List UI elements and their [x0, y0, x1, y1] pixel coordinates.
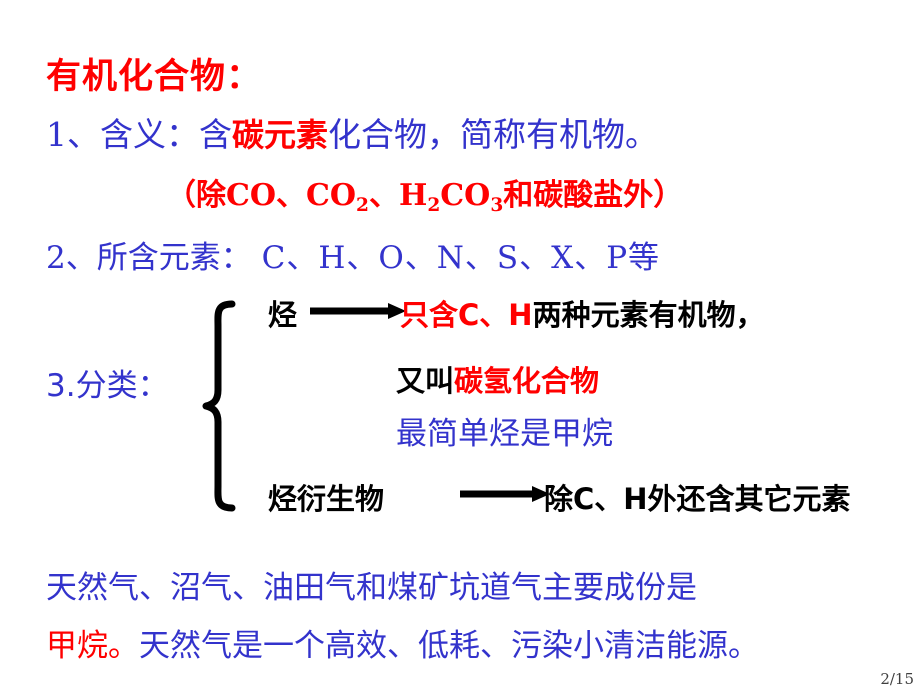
classification-label: 3.分类：	[46, 368, 169, 404]
definition-line: 1、含义：含碳元素化合物，简称有机物。	[46, 108, 658, 156]
exception-line: （除CO、CO2、H2CO3和碳酸盐外）	[166, 170, 684, 216]
elements-label: 2、所含元素：	[46, 240, 252, 276]
co2-subscript: 2	[356, 195, 369, 216]
branch-hydrocarbon-alias-prefix: 又叫	[396, 364, 455, 398]
footer-rest: 天然气是一个高效、低耗、污染小清洁能源。	[139, 628, 759, 664]
branch-hydrocarbon-term: 烃	[268, 298, 298, 332]
elements-list: C、H、O、N、S、X、P等	[261, 240, 661, 276]
arrow-right-icon	[460, 486, 550, 502]
branch-derivative-term: 烃衍生物	[268, 482, 385, 516]
slide-title: 有机化合物：	[46, 57, 263, 97]
page-number: 2/15	[880, 670, 914, 688]
exception-mid1: 、H	[368, 178, 428, 213]
definition-highlight: 碳元素	[232, 116, 329, 154]
exception-mid2: CO	[440, 178, 491, 213]
exception-open: （除CO、CO	[166, 178, 357, 213]
branch-hydrocarbon-alias-highlight: 碳氢化合物	[454, 364, 600, 398]
branch-hydrocarbon-simplest: 最简单烃是甲烷	[396, 416, 613, 452]
branch-derivative-definition: 除C、H外还含其它元素	[544, 482, 851, 516]
exception-close: 和碳酸盐外）	[503, 178, 684, 213]
branch-hydrocarbon-definition-rest: 两种元素有机物，	[532, 298, 765, 332]
definition-suffix: 化合物，简称有机物。	[328, 115, 659, 154]
branch-hydrocarbon-definition-highlight: 只含C、H	[400, 298, 533, 332]
footer-line-2: 甲烷。天然气是一个高效、低耗、污染小清洁能源。	[46, 620, 759, 665]
curly-brace-icon	[202, 300, 236, 512]
arrow-right-icon	[310, 303, 406, 319]
branch-hydrocarbon-definition: 只含C、H两种元素有机物，	[400, 292, 765, 334]
definition-prefix: 1、含义：含	[46, 115, 232, 154]
branch-hydrocarbon-alias: 又叫碳氢化合物	[396, 358, 599, 400]
footer-highlight: 甲烷。	[46, 628, 139, 664]
co3-subscript: 3	[490, 195, 504, 216]
h2-subscript: 2	[427, 195, 441, 216]
elements-line: 2、所含元素： C、H、O、N、S、X、P等	[46, 232, 660, 277]
footer-line-1: 天然气、沼气、油田气和煤矿坑道气主要成份是	[46, 570, 697, 606]
